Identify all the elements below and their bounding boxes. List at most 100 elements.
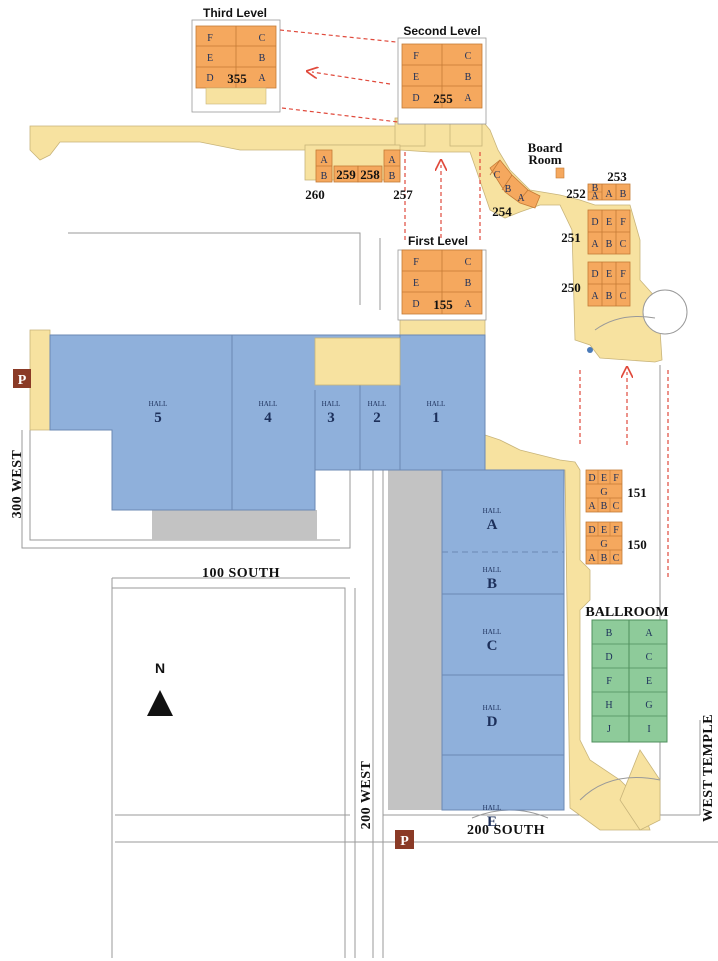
hall-e-word: HALL (483, 804, 502, 812)
ballroom-section-j: J (607, 724, 611, 735)
hall-2-number: 2 (373, 410, 381, 426)
parking-icon-west: P (18, 373, 27, 388)
suite-155-c: C (465, 257, 472, 268)
suite-151-f: F (613, 473, 619, 484)
suite-150-b: B (601, 553, 608, 564)
suite-155-d: D (412, 299, 419, 310)
suite-150-g: G (600, 539, 607, 550)
suite-255-a: A (464, 93, 472, 104)
hall-e-letter: E (487, 814, 497, 830)
ballroom-section-g: G (645, 700, 652, 711)
street-west-temple: WEST TEMPLE (701, 714, 716, 822)
suite-355-d: D (206, 73, 213, 84)
room-260: 260 (305, 187, 325, 202)
hall-5-number: 5 (154, 410, 162, 426)
room-252-b: B (592, 183, 599, 194)
south-exhibit-halls (441, 469, 565, 811)
level-connector-arrows (279, 29, 669, 580)
ballroom-section-b: B (606, 628, 613, 639)
suite-255-c: C (465, 51, 472, 62)
suite-250-a: A (591, 291, 599, 302)
room-150: 150 (627, 537, 647, 552)
second-level-label: Second Level (403, 24, 480, 38)
suite-155-a: A (464, 299, 472, 310)
ballroom-section-c: C (646, 652, 653, 663)
ballroom-section-e: E (646, 676, 652, 687)
hall-4-word: HALL (259, 400, 278, 408)
west-exhibit-halls (49, 334, 486, 511)
hall-c-letter: C (487, 638, 498, 654)
room-254-b: B (505, 184, 512, 195)
parking-garage (152, 470, 442, 810)
hall-1-word: HALL (427, 400, 446, 408)
hall-3-word: HALL (322, 400, 341, 408)
hall-4-number: 4 (264, 410, 272, 426)
room-250: 250 (561, 280, 581, 295)
parking-icon-south: P (400, 834, 409, 849)
hall-3-number: 3 (327, 410, 335, 426)
suite-151 (585, 469, 623, 513)
suite-150 (585, 521, 623, 565)
ballroom-section-f: F (606, 676, 612, 687)
suite-255-e: E (413, 72, 419, 83)
hall-5-word: HALL (149, 400, 168, 408)
street-200-west: 200 WEST (359, 760, 374, 829)
suite-255-f: F (413, 51, 419, 62)
suite-251-c: C (620, 239, 627, 250)
room-252: 252 (566, 186, 586, 201)
suite-151-c: C (613, 501, 620, 512)
north-label: N (155, 660, 165, 676)
board-room-line2: Room (528, 152, 561, 167)
suite-355-a: A (258, 73, 266, 84)
suite-255-b: B (465, 72, 472, 83)
suite-255 (397, 37, 487, 125)
suite-151-e: E (601, 473, 607, 484)
suite-155-f: F (413, 257, 419, 268)
room-253-b: B (620, 189, 627, 200)
room-251: 251 (561, 230, 581, 245)
first-level-label: First Level (408, 234, 468, 248)
suite-250-d: D (591, 269, 598, 280)
room-257-a: A (388, 155, 396, 166)
suite-255-d: D (412, 93, 419, 104)
ballroom-title: BALLROOM (585, 605, 668, 620)
hall-d-letter: D (487, 714, 498, 730)
ballroom-section-i: I (647, 724, 650, 735)
third-level-label: Third Level (203, 6, 267, 20)
suite-150-d: D (588, 525, 595, 536)
suite-150-e: E (601, 525, 607, 536)
board-room-line1: Board (528, 140, 563, 155)
room-254: 254 (492, 204, 512, 219)
suite-251-d: D (591, 217, 598, 228)
street-200-south: 200 SOUTH (467, 823, 545, 838)
hall-b-letter: B (487, 576, 497, 592)
room-254-a: A (517, 193, 525, 204)
parking-badge-south (395, 830, 414, 849)
hall-c-word: HALL (483, 628, 502, 636)
room-255: 255 (433, 91, 453, 106)
room-257: 257 (393, 187, 413, 202)
suite-251-e: E (606, 217, 612, 228)
suite-155-b: B (465, 278, 472, 289)
room-155: 155 (433, 297, 453, 312)
ballroom-block (591, 619, 668, 743)
hall-a-word: HALL (483, 507, 502, 515)
suite-355-f: F (207, 33, 213, 44)
room-254-block (489, 159, 565, 209)
room-355: 355 (227, 71, 247, 86)
ballroom-section-a: A (645, 628, 653, 639)
rooms-257-260 (315, 149, 401, 183)
suite-151-b: B (601, 501, 608, 512)
room-258: 258 (360, 167, 380, 182)
room-252-a: A (591, 191, 599, 202)
street-300-west: 300 WEST (10, 449, 25, 518)
room-260-a: A (320, 155, 328, 166)
suite-355-b: B (259, 53, 266, 64)
room-257-b: B (389, 171, 396, 182)
suite-251-a: A (591, 239, 599, 250)
suite-250-f: F (620, 269, 626, 280)
parking-badge-west (13, 369, 31, 388)
street-100-south: 100 SOUTH (202, 566, 280, 581)
suite-250-b: B (606, 291, 613, 302)
